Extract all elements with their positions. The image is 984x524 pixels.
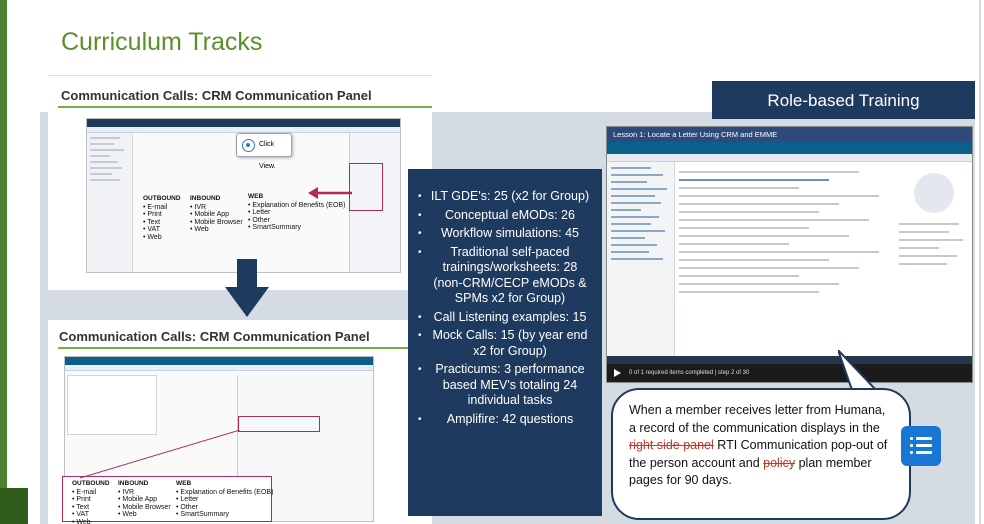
bottom-panel-rule [58, 347, 432, 349]
bottom-pointer-line [80, 430, 240, 479]
top-pointer-arrow [308, 187, 352, 199]
title-rule [48, 75, 432, 76]
right-edge-line [979, 0, 981, 524]
top-panel-label: Communication Calls: CRM Communication P… [61, 88, 372, 103]
stat-item: Call Listening examples: 15 [418, 310, 592, 326]
top-outbound-list: OUTBOUND E-mail Print Text VAT Web [143, 195, 181, 241]
target-icon [242, 139, 255, 152]
top-inbound-list: INBOUND IVR Mobile App Mobile Browser We… [190, 195, 243, 234]
down-arrow-icon [225, 259, 269, 317]
top-crm-screenshot [86, 118, 401, 273]
top-panel-rule [58, 106, 432, 108]
top-highlight-box [349, 163, 383, 211]
bottom-highlight-box [238, 416, 320, 432]
stat-item: ILT GDE's: 25 (x2 for Group) [418, 189, 592, 205]
play-icon[interactable] [614, 369, 621, 377]
stat-item: Traditional self-paced trainings/workshe… [418, 245, 592, 307]
bottom-inbound-list: INBOUND IVR Mobile App Mobile Browser We… [118, 480, 171, 519]
list-icon [901, 426, 941, 466]
top-side-panel [349, 133, 400, 272]
click-view-callout: Click View. [236, 133, 292, 170]
player-status: 0 of 1 required items completed | step 2… [629, 370, 750, 376]
left-foot-block [0, 488, 28, 524]
slide-title: Curriculum Tracks [61, 28, 263, 56]
player-controls[interactable]: 0 of 1 required items completed | step 2… [607, 364, 972, 382]
stat-item: Practicums: 3 performance based MEV's to… [418, 362, 592, 409]
left-stripe [0, 0, 7, 524]
lesson-player: Lesson 1: Locate a Letter Using CRM and … [606, 126, 973, 383]
explanation-bubble: When a member receives letter from Human… [611, 388, 911, 520]
lesson-title: Lesson 1: Locate a Letter Using CRM and … [607, 127, 972, 142]
training-stats-panel: ILT GDE's: 25 (x2 for Group) Conceptual … [408, 169, 602, 516]
stat-item: Workflow simulations: 45 [418, 226, 592, 242]
stat-item: Conceptual eMODs: 26 [418, 208, 592, 224]
bottom-outbound-list: OUTBOUND E-mail Print Text VAT Web [72, 480, 110, 524]
stat-item: Mock Calls: 15 (by year end x2 for Group… [418, 328, 592, 359]
role-based-training-header: Role-based Training [712, 81, 975, 119]
bottom-panel-label: Communication Calls: CRM Communication P… [59, 329, 370, 344]
stat-item: Amplifire: 42 questions [418, 412, 592, 428]
bubble-tail [838, 350, 878, 392]
bottom-web-list: WEB Explanation of Benefits (EOB) Letter… [176, 480, 273, 519]
left-accent-bar [0, 0, 28, 524]
top-web-list: WEB Explanation of Benefits (EOB) Letter… [248, 193, 345, 232]
